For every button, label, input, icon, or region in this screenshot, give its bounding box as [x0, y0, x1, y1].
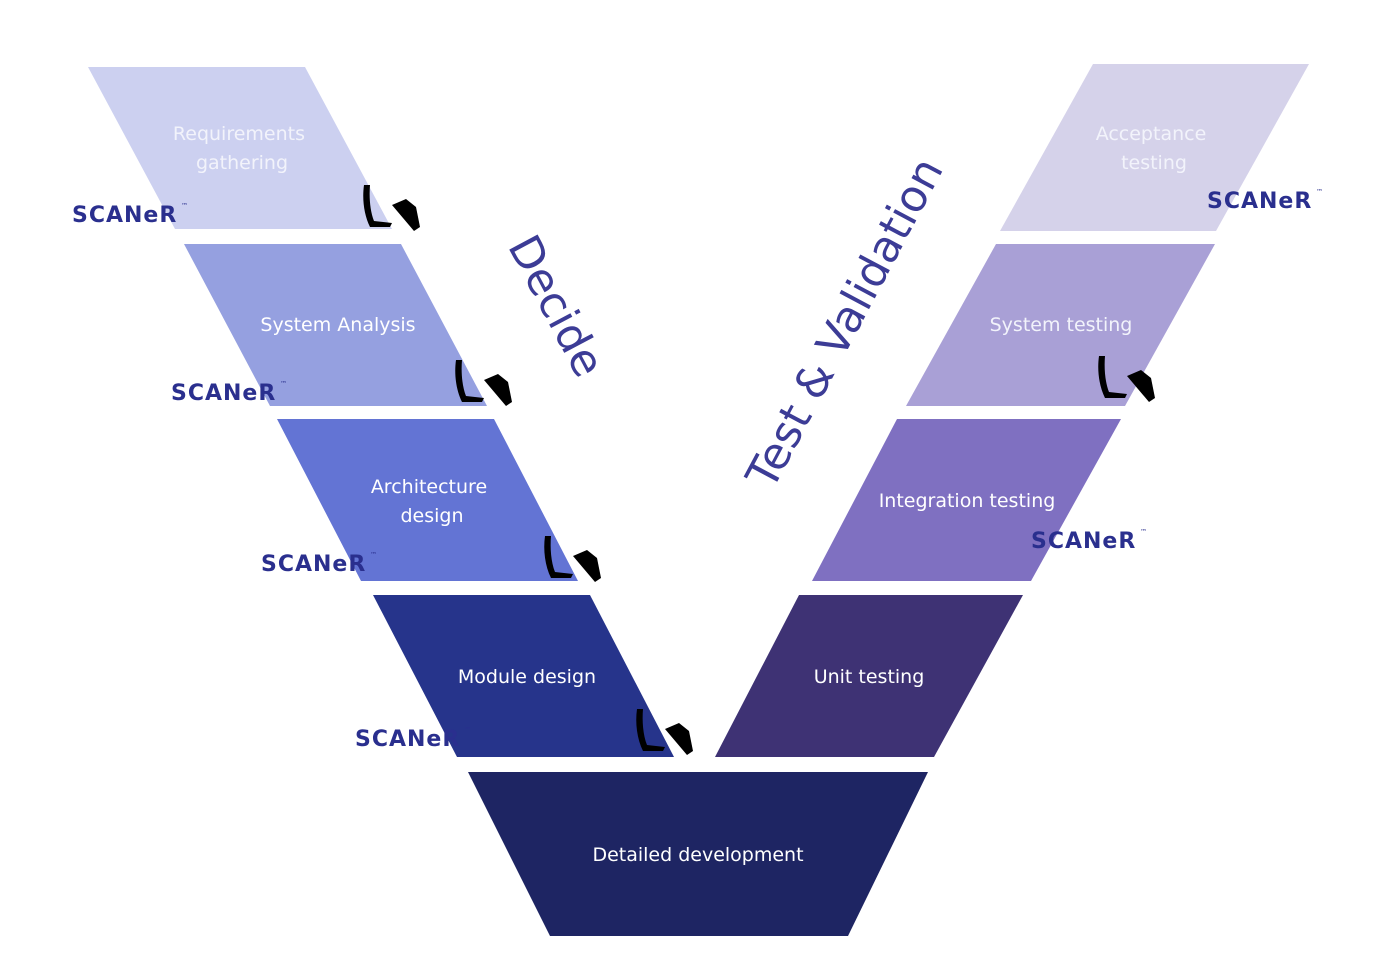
stage-unit-label: Unit testing	[814, 666, 925, 688]
scaner-logo: SCANeR ™	[1207, 188, 1323, 214]
svg-text:Module design: Module design	[458, 666, 596, 688]
stage-acceptance-label-line1: Acceptance	[1096, 123, 1207, 145]
stage-system-analysis-band	[184, 244, 487, 406]
stage-architecture-band	[277, 419, 578, 581]
scaner-logo-tm: ™	[464, 726, 471, 734]
svg-text:Requirements gathering: Requirements gathering	[173, 123, 311, 174]
svg-text:Architecture design: Architecture design	[371, 476, 493, 527]
scaner-logo-tm: ™	[280, 380, 287, 388]
stage-module: Module design	[373, 595, 674, 757]
scaner-logo: SCANeR ™	[355, 726, 471, 752]
stage-architecture-label-line2: design	[400, 505, 463, 527]
scaner-logo-text: SCANeR	[171, 381, 276, 406]
svg-text:Integration testing: Integration testing	[879, 490, 1056, 512]
scaner-logo-text: SCANeR	[72, 203, 177, 228]
stage-system-testing-label: System testing	[990, 314, 1133, 336]
stage-module-band	[373, 595, 674, 757]
stage-system-analysis: System Analysis	[184, 244, 487, 406]
scaner-logo: SCANeR ™	[171, 380, 287, 406]
scaner-logo-text: SCANeR	[1207, 189, 1312, 214]
svg-text:System Analysis: System Analysis	[260, 314, 415, 336]
svg-text:Acceptance testing: Acceptance testing	[1096, 123, 1213, 174]
stage-integration: Integration testing	[812, 419, 1121, 581]
scaner-logo-tm: ™	[1140, 528, 1147, 536]
stage-integration-label: Integration testing	[879, 490, 1056, 512]
stage-detailed: Detailed development	[468, 772, 928, 936]
stage-acceptance-band	[1000, 64, 1309, 231]
scaner-logo: SCANeR ™	[261, 551, 377, 577]
stage-requirements-band	[88, 67, 392, 229]
scaner-logo-text: SCANeR	[261, 552, 366, 577]
stage-unit: Unit testing	[715, 595, 1023, 757]
stage-acceptance: Acceptance testing	[1000, 64, 1309, 231]
stage-architecture-label-line1: Architecture	[371, 476, 487, 498]
stage-system-testing-band	[906, 244, 1215, 406]
svg-text:System testing: System testing	[990, 314, 1133, 336]
stage-system-analysis-label: System Analysis	[260, 314, 415, 336]
scaner-logo-tm: ™	[181, 202, 188, 210]
stage-requirements-label-line2: gathering	[196, 152, 288, 174]
scaner-logo-tm: ™	[370, 551, 377, 559]
scaner-logo-text: SCANeR	[355, 727, 460, 752]
scaner-logo-tm: ™	[1316, 188, 1323, 196]
stage-acceptance-label-line2: testing	[1121, 152, 1187, 174]
stage-detailed-band	[468, 772, 928, 936]
stage-architecture: Architecture design	[277, 419, 578, 581]
scaner-logo-text: SCANeR	[1031, 529, 1136, 554]
decide-label: Decide	[498, 227, 615, 385]
svg-text:Unit testing: Unit testing	[814, 666, 925, 688]
scaner-logo: SCANeR ™	[72, 202, 188, 228]
stage-module-label: Module design	[458, 666, 596, 688]
stage-requirements-label-line1: Requirements	[173, 123, 305, 145]
stage-integration-band	[812, 419, 1121, 581]
stage-unit-band	[715, 595, 1023, 757]
scaner-logo: SCANeR ™	[1031, 528, 1147, 554]
stage-detailed-label: Detailed development	[592, 844, 803, 866]
stage-requirements: Requirements gathering	[88, 67, 392, 229]
stage-system-testing: System testing	[906, 244, 1215, 406]
svg-text:Detailed development: Detailed development	[592, 844, 803, 866]
